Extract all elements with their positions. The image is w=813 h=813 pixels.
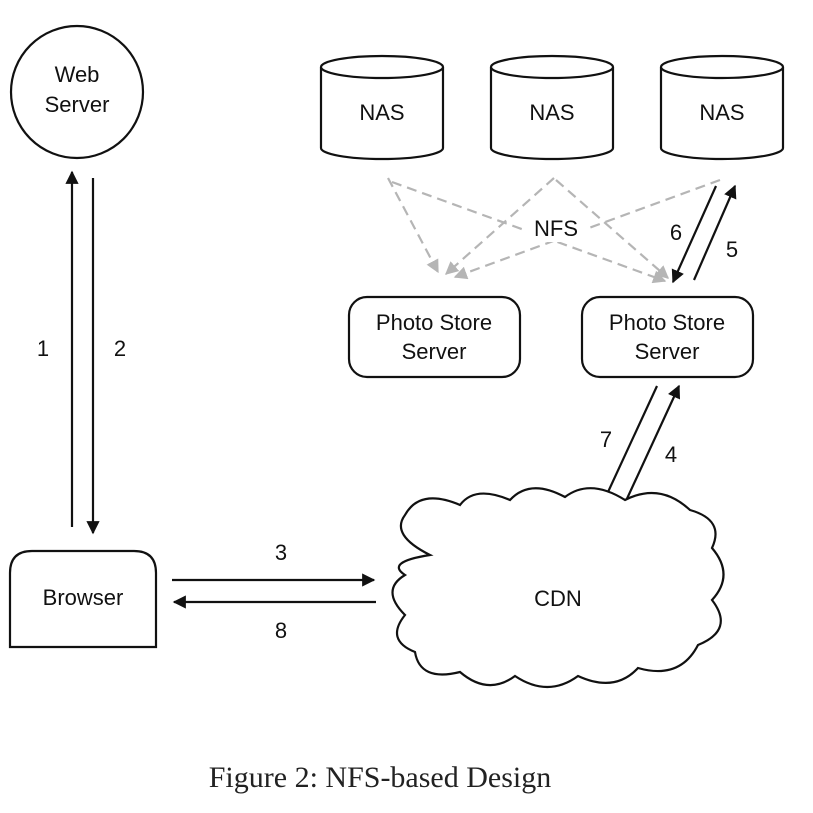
step-label-3: 3 [275, 540, 287, 565]
photo-store-right-label-line2: Server [635, 339, 700, 364]
web-server-label-line2: Server [45, 92, 110, 117]
nfs-label: NFS [534, 216, 578, 241]
nas-node-1: NAS [319, 54, 445, 161]
step-label-2: 2 [114, 336, 126, 361]
step-label-7: 7 [600, 427, 612, 452]
step-label-5: 5 [726, 237, 738, 262]
arrow-step-6 [671, 185, 718, 284]
nfs-link-nas2-to-right-store [555, 179, 669, 279]
nas-label-1: NAS [359, 100, 404, 125]
browser-node: Browser [8, 549, 158, 649]
photo-store-server-right: Photo Store Server [580, 295, 755, 379]
nas-label-2: NAS [529, 100, 574, 125]
web-server-label-line1: Web [55, 62, 100, 87]
nfs-link-nas2-to-left-store [445, 177, 555, 275]
step-label-8: 8 [275, 618, 287, 643]
step-label-4: 4 [665, 442, 677, 467]
nfs-label-backdrop [524, 212, 586, 242]
photo-store-right-label-line1: Photo Store [609, 310, 725, 335]
figure-caption: Figure 2: NFS-based Design [209, 761, 551, 794]
cdn-label: CDN [534, 586, 582, 611]
photo-store-left-label-line1: Photo Store [376, 310, 492, 335]
cdn-node: CDN [391, 487, 725, 688]
nas-node-2: NAS [489, 54, 615, 161]
web-server-node: Web Server [9, 24, 145, 160]
step-label-1: 1 [37, 336, 49, 361]
arrow-step-7 [600, 385, 658, 507]
photo-store-left-label-line2: Server [402, 339, 467, 364]
arrow-step-5 [692, 184, 737, 281]
photo-store-server-left: Photo Store Server [347, 295, 522, 379]
nfs-link-nas1-to-left-store [387, 177, 439, 274]
nas-node-3: NAS [659, 54, 785, 161]
step-label-6: 6 [670, 220, 682, 245]
nas-label-3: NAS [699, 100, 744, 125]
browser-label: Browser [43, 585, 124, 610]
arrow-step-4 [624, 384, 681, 504]
